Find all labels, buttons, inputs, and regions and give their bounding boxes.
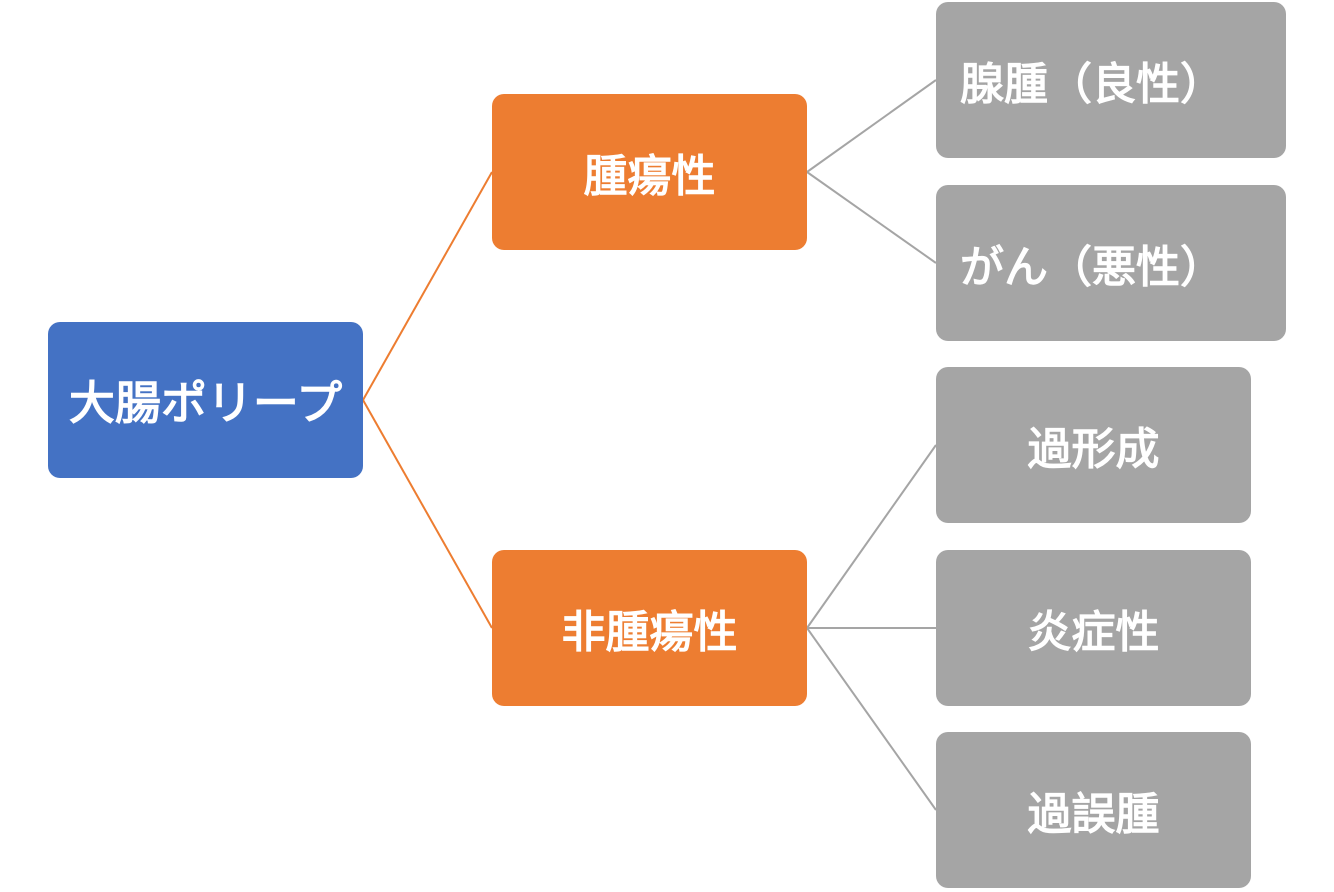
connector-tumor-to-cancer	[806, 171, 937, 264]
leaf-node-inflammatory: 炎症性	[936, 550, 1251, 706]
leaf-node-hamartoma: 過誤腫	[936, 732, 1251, 888]
root-node-colorectal-polyp: 大腸ポリープ	[48, 322, 363, 478]
leaf-node-hyperplastic: 過形成	[936, 367, 1251, 523]
connector-nontumor-to-hamartoma	[806, 627, 937, 811]
leaf-node-adenoma: 腺腫（良性）	[936, 2, 1286, 158]
connector-nontumor-to-hyperplastic	[806, 444, 937, 629]
leaf-node-cancer: がん（悪性）	[936, 185, 1286, 341]
branch-node-non-neoplastic: 非腫瘍性	[492, 550, 807, 706]
connector-tumor-to-adenoma	[806, 79, 937, 173]
branch-node-neoplastic: 腫瘍性	[492, 94, 807, 250]
connector-root-to-tumor	[362, 171, 493, 401]
connector-root-to-nontumor	[362, 399, 493, 629]
